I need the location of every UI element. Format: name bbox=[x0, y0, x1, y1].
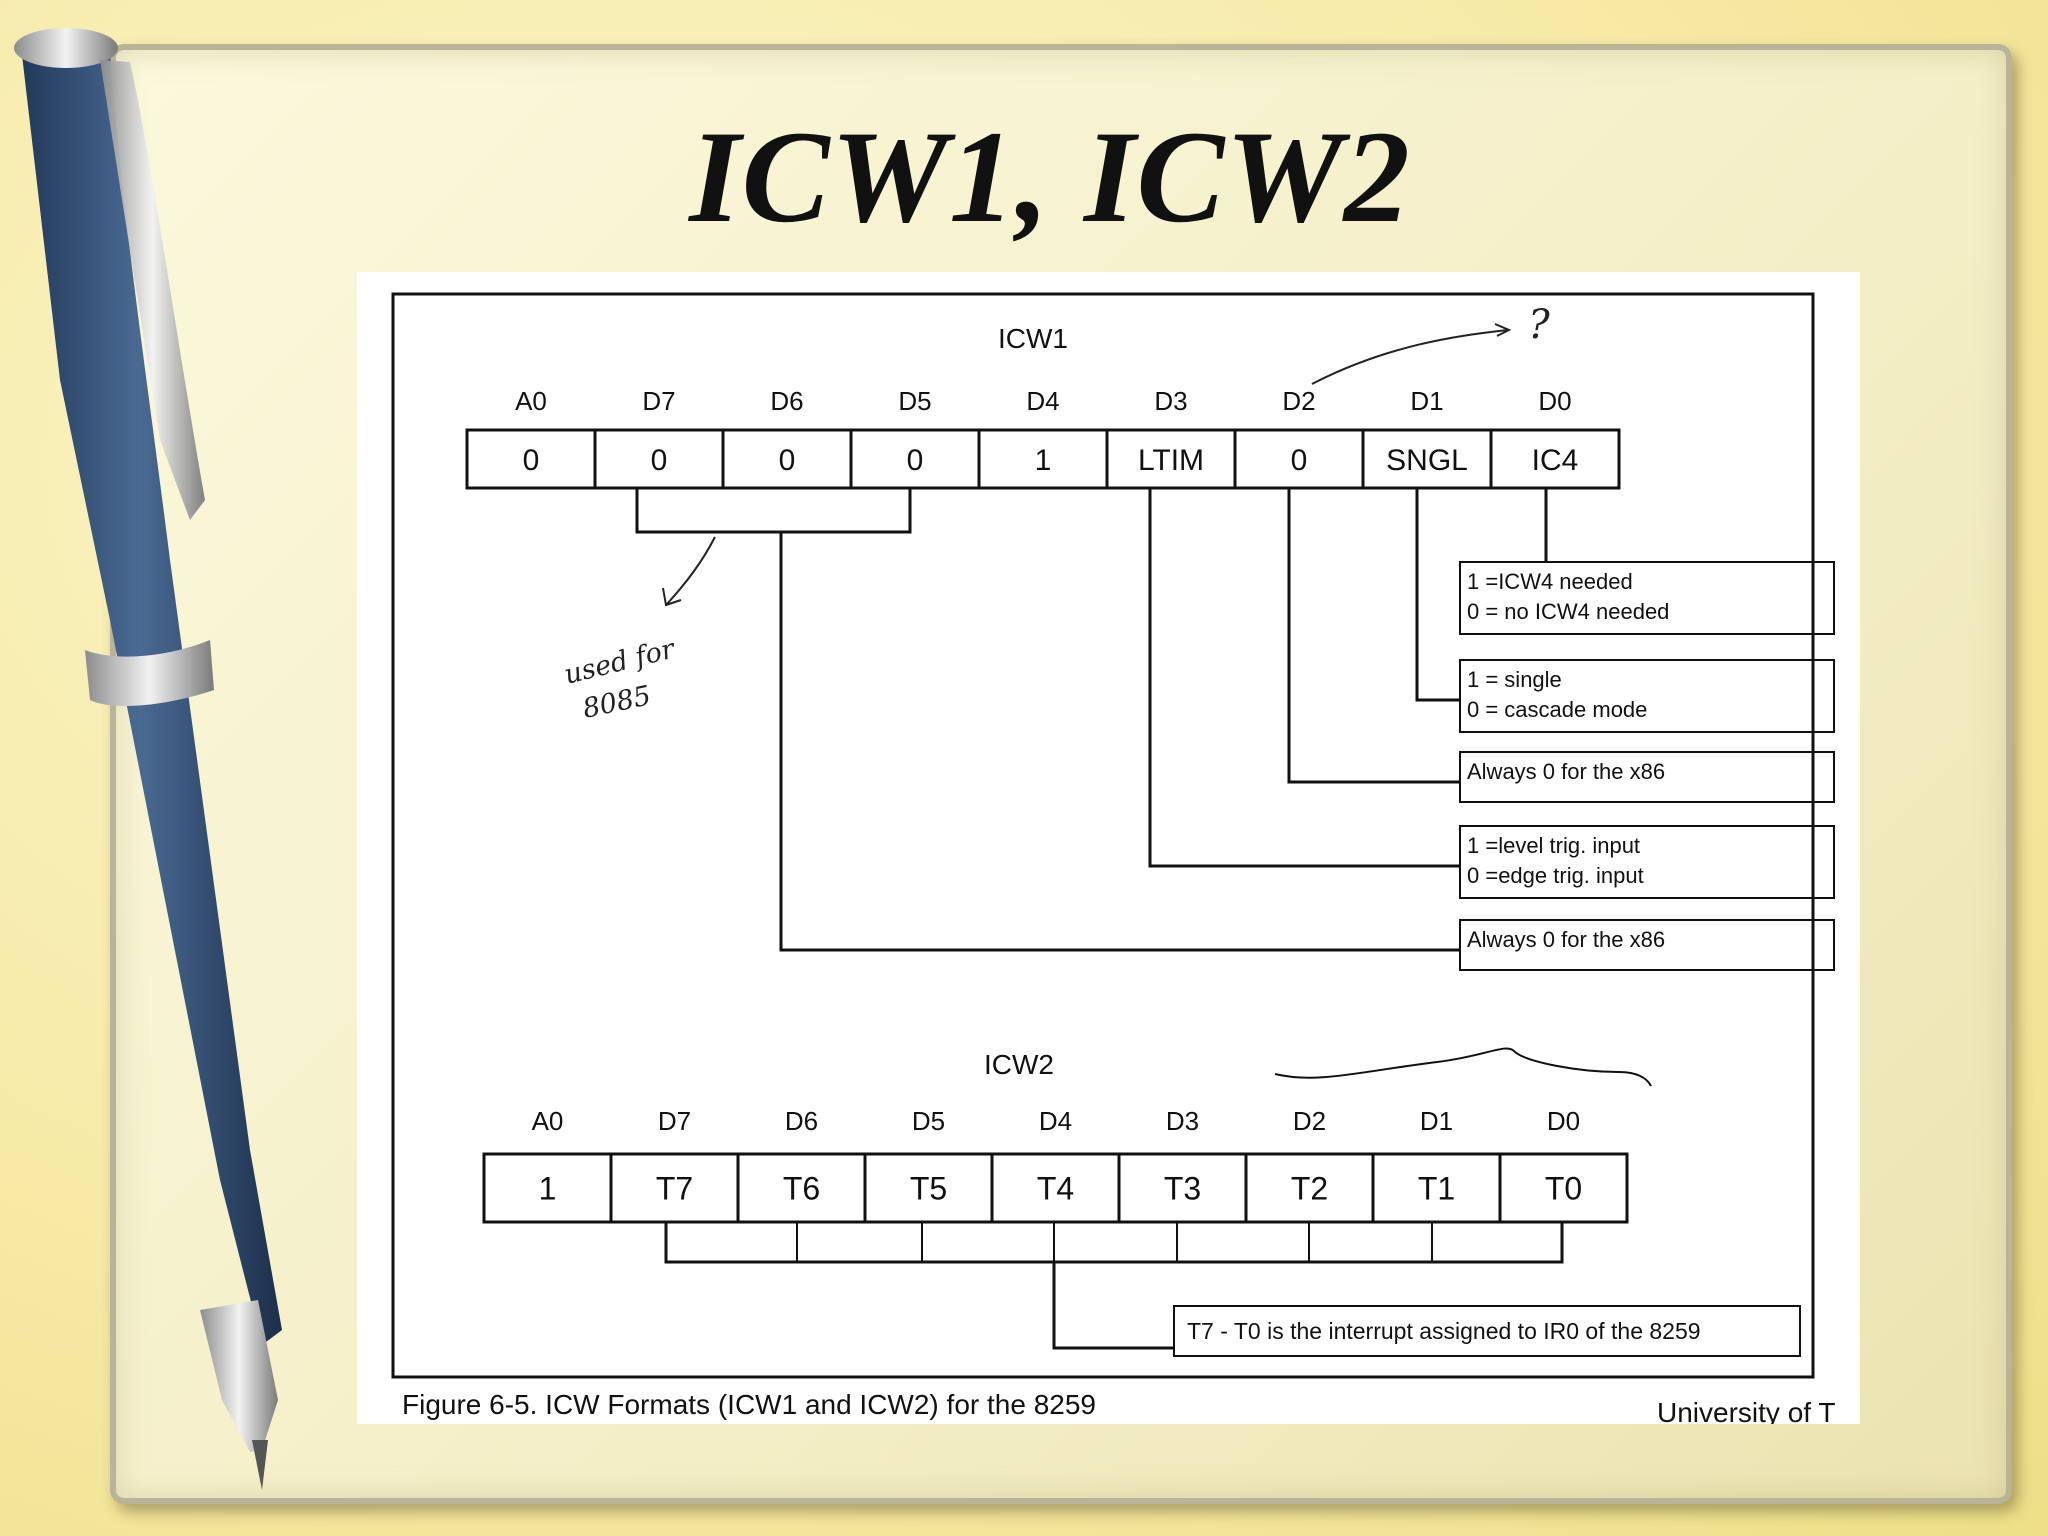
icw1-header-d6: D6 bbox=[770, 386, 803, 416]
sngl-connector bbox=[1415, 488, 1460, 702]
icw1-headers: A0 D7 D6 D5 D4 D3 D2 D1 D0 bbox=[515, 386, 1572, 416]
icw2-bit-value: T3 bbox=[1164, 1171, 1201, 1207]
icw1-note-line: 0 = no ICW4 needed bbox=[1467, 599, 1669, 624]
icw1-bit-value: IC4 bbox=[1532, 444, 1579, 477]
icw2-bit-value: T0 bbox=[1545, 1171, 1582, 1207]
hand-arrow-8085 bbox=[666, 536, 716, 605]
figure-frame bbox=[391, 292, 1815, 1379]
icw1-header-d5: D5 bbox=[898, 386, 931, 416]
icw2-header-d3: D3 bbox=[1166, 1106, 1199, 1136]
icw2-title: ICW2 bbox=[984, 1049, 1054, 1080]
icw1-bit-value: 0 bbox=[907, 444, 924, 477]
icw2-brace-d2-d0 bbox=[1274, 1047, 1652, 1087]
icw1-note-box bbox=[1459, 751, 1835, 803]
icw1-note-line: Always 0 for the x86 bbox=[1467, 759, 1665, 784]
d2-connector bbox=[1287, 488, 1460, 784]
icw2-bit-value: T2 bbox=[1291, 1171, 1328, 1207]
icw1-note-line: Always 0 for the x86 bbox=[1467, 927, 1665, 952]
icw1-bit-value: LTIM bbox=[1138, 444, 1204, 477]
slide-title: ICW1, ICW2 bbox=[689, 103, 1411, 250]
icw2-note-box bbox=[1173, 1305, 1801, 1357]
icw2-note-connector bbox=[1052, 1262, 1174, 1350]
icw2-bit-value: T1 bbox=[1418, 1171, 1455, 1207]
icw1-notes: 1 =ICW4 needed 0 = no ICW4 needed 1 = sing… bbox=[1459, 561, 1835, 971]
d6-connector bbox=[779, 532, 1460, 952]
icw1-header-a0: A0 bbox=[515, 386, 547, 416]
icw2-bit-value: T6 bbox=[783, 1171, 820, 1207]
icw2-note-text: T7 - T0 is the interrupt assigned to IR0… bbox=[1187, 1318, 1701, 1344]
icw1-note-line: 1 = single bbox=[1467, 667, 1562, 692]
icw2-headers: A0 D7 D6 D5 D4 D3 D2 D1 D0 bbox=[532, 1106, 1581, 1136]
icw1-bit-value: SNGL bbox=[1386, 444, 1468, 477]
icw2-header-d1: D1 bbox=[1420, 1106, 1453, 1136]
hand-arrowhead-8085 bbox=[662, 587, 682, 607]
icw2-header-d5: D5 bbox=[912, 1106, 945, 1136]
icw1-header-d2: D2 bbox=[1282, 386, 1315, 416]
icw1-note-box bbox=[1459, 825, 1835, 899]
hand-note-line1: used for bbox=[561, 633, 679, 691]
ltim-connector bbox=[1148, 488, 1460, 868]
icw2-register: 1 T7 T6 T5 T4 T3 T2 T1 T0 bbox=[482, 1152, 1629, 1224]
icw2-bit-value: T5 bbox=[910, 1171, 947, 1207]
icw1-header-d0: D0 bbox=[1538, 386, 1571, 416]
icw1-bit-value: 0 bbox=[651, 444, 668, 477]
icw1-bit-value: 0 bbox=[523, 444, 540, 477]
hand-question-mark: ? bbox=[1528, 302, 1550, 348]
icw2-header-d2: D2 bbox=[1293, 1106, 1326, 1136]
icw2-header-d6: D6 bbox=[785, 1106, 818, 1136]
icw1-title: ICW1 bbox=[998, 323, 1068, 354]
icw1-d7-d5-bracket bbox=[635, 488, 912, 534]
icw1-note-line: 1 =level trig. input bbox=[1467, 833, 1640, 858]
hand-note-line2: 8085 bbox=[580, 680, 654, 725]
icw1-note-line: 1 =ICW4 needed bbox=[1467, 569, 1633, 594]
icw1-bit-value: 0 bbox=[1291, 444, 1308, 477]
icw2-header-d0: D0 bbox=[1547, 1106, 1580, 1136]
icw1-bit-value: 1 bbox=[1035, 444, 1052, 477]
icw1-note-line: 0 =edge trig. input bbox=[1467, 863, 1644, 888]
icw1-bit-value: 0 bbox=[779, 444, 796, 477]
icw2-header-d4: D4 bbox=[1039, 1106, 1072, 1136]
icw1-header-d1: D1 bbox=[1410, 386, 1443, 416]
icw1-bit-cell bbox=[1489, 428, 1621, 490]
icw1-note-box bbox=[1459, 561, 1835, 635]
footer-partial: University of T bbox=[1657, 1397, 1835, 1424]
icw2-t7-t0-bracket bbox=[664, 1222, 1564, 1264]
icw1-register: 0 0 0 0 1 LTIM 0 SNGL IC4 bbox=[465, 428, 1621, 490]
icw1-header-d7: D7 bbox=[642, 386, 675, 416]
icw2-bit-value: T7 bbox=[656, 1171, 693, 1207]
icw2-header-d7: D7 bbox=[658, 1106, 691, 1136]
hand-arrow-question bbox=[1311, 329, 1508, 385]
icw1-header-d4: D4 bbox=[1026, 386, 1059, 416]
icw2-bit-value: 1 bbox=[539, 1171, 557, 1207]
icw2-header-a0: A0 bbox=[532, 1106, 564, 1136]
pen-decoration bbox=[14, 28, 282, 1490]
hand-arrowhead bbox=[1494, 323, 1512, 337]
figure-caption: Figure 6-5. ICW Formats (ICW1 and ICW2) … bbox=[402, 1389, 1096, 1420]
icw1-header-d3: D3 bbox=[1154, 386, 1187, 416]
icw1-note-box bbox=[1459, 659, 1835, 733]
icw1-note-line: 0 = cascade mode bbox=[1467, 697, 1647, 722]
icw2-bit-value: T4 bbox=[1037, 1171, 1074, 1207]
icw1-note-box bbox=[1459, 919, 1835, 971]
pen-icon bbox=[14, 28, 282, 1490]
